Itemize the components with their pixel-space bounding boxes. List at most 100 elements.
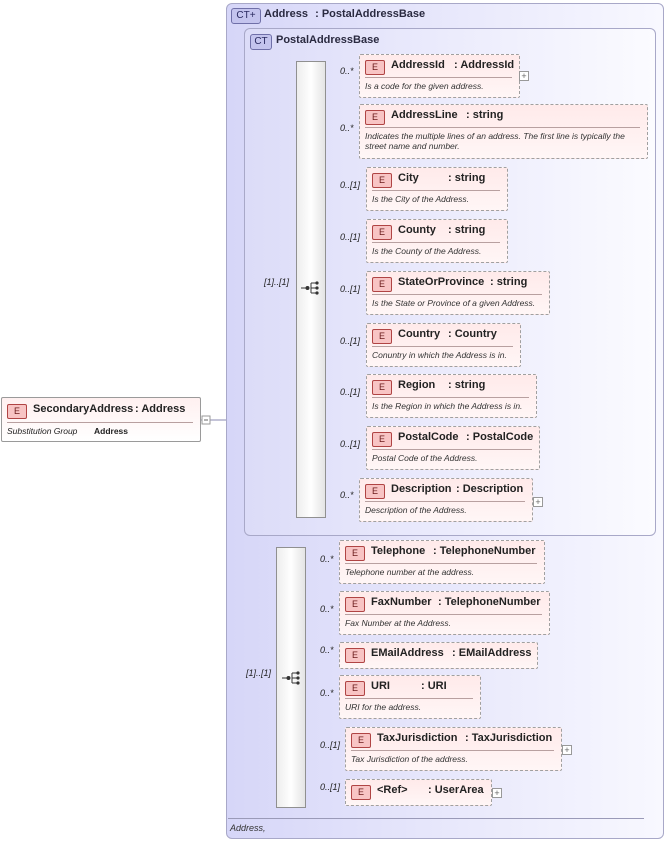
element-taxjurisdiction[interactable]: E TaxJurisdiction : TaxJurisdiction Tax … bbox=[345, 727, 562, 771]
element-separator bbox=[372, 190, 500, 191]
element-name: FaxNumber bbox=[371, 596, 432, 608]
element-name: AddressId bbox=[391, 59, 445, 71]
substitution-group-label: Substitution Group bbox=[7, 426, 78, 436]
element-separator bbox=[345, 563, 537, 564]
expand-icon[interactable]: + bbox=[519, 71, 529, 81]
element-separator bbox=[372, 346, 513, 347]
element-userarea-ref[interactable]: E <Ref> : UserArea bbox=[345, 779, 492, 806]
element-description: Is the Region in which the Address is in… bbox=[372, 401, 523, 411]
element-name: TaxJurisdiction bbox=[377, 732, 458, 744]
sequence-icon bbox=[301, 281, 319, 295]
element-separator bbox=[365, 501, 525, 502]
expand-icon[interactable]: + bbox=[492, 788, 502, 798]
element-badge: E bbox=[351, 785, 371, 800]
multiplicity: 0..[1] bbox=[340, 232, 361, 242]
element-description: Description of the Address. bbox=[365, 505, 467, 515]
element-name: <Ref> bbox=[377, 784, 408, 796]
element-type-value: TelephoneNumber bbox=[444, 596, 541, 608]
element-type-value: UserArea bbox=[434, 784, 484, 796]
ct-badge-inner: CT bbox=[250, 34, 272, 50]
element-type: : Address bbox=[135, 403, 186, 415]
sequence-2-multiplicity: [1]..[1] bbox=[246, 668, 272, 678]
element-region[interactable]: E Region : string Is the Region in which… bbox=[366, 374, 537, 418]
element-telephone[interactable]: E Telephone : TelephoneNumber Telephone … bbox=[339, 540, 545, 584]
element-badge: E bbox=[365, 484, 385, 499]
element-description: Fax Number at the Address. bbox=[345, 618, 451, 628]
element-secondaryaddress[interactable]: E SecondaryAddress : Address Substitutio… bbox=[1, 397, 201, 442]
element-type: : EMailAddress bbox=[452, 647, 532, 659]
element-type: : string bbox=[448, 224, 486, 236]
sequence-1-multiplicity: [1]..[1] bbox=[264, 277, 290, 287]
element-postalcode[interactable]: E PostalCode : PostalCode Postal Code of… bbox=[366, 426, 540, 470]
element-type: : string bbox=[490, 276, 528, 288]
element-badge: E bbox=[345, 546, 365, 561]
element-name: SecondaryAddress bbox=[33, 403, 134, 415]
element-type-value: string bbox=[472, 109, 504, 121]
element-separator bbox=[372, 294, 542, 295]
sequence-icon bbox=[282, 671, 300, 685]
element-county[interactable]: E County : string Is the County of the A… bbox=[366, 219, 508, 263]
multiplicity: 0..* bbox=[320, 688, 334, 698]
element-type: : AddressId bbox=[454, 59, 515, 71]
element-description: Is the State or Province of a given Addr… bbox=[372, 298, 536, 308]
ct-badge-text: CT bbox=[236, 10, 250, 21]
expand-icon[interactable]: + bbox=[533, 497, 543, 507]
element-name: Description bbox=[391, 483, 452, 495]
element-description: Is a code for the given address. bbox=[365, 81, 484, 91]
element-name: URI bbox=[371, 680, 390, 692]
expand-icon[interactable]: + bbox=[562, 745, 572, 755]
element-type: : string bbox=[448, 379, 486, 391]
element-type-value: string bbox=[454, 379, 486, 391]
element-stateorprovince[interactable]: E StateOrProvince : string Is the State … bbox=[366, 271, 550, 315]
element-addressid[interactable]: E AddressId : AddressId Is a code for th… bbox=[359, 54, 520, 98]
element-type-value: string bbox=[454, 172, 486, 184]
element-type-value: TaxJurisdiction bbox=[471, 732, 553, 744]
element-type: : Description bbox=[456, 483, 524, 495]
element-uri[interactable]: E URI : URI URI for the address. bbox=[339, 675, 481, 719]
element-city[interactable]: E City : string Is the City of the Addre… bbox=[366, 167, 508, 211]
element-type: : TelephoneNumber bbox=[433, 545, 536, 557]
element-separator bbox=[365, 77, 512, 78]
outer-ct-title: Address : PostalAddressBase bbox=[264, 8, 426, 20]
multiplicity: 0..[1] bbox=[320, 740, 341, 750]
element-description: Conuntry in which the Address is in. bbox=[372, 350, 507, 360]
element-type: : URI bbox=[421, 680, 447, 692]
element-description: Telephone number at the address. bbox=[345, 567, 475, 577]
element-addressline[interactable]: E AddressLine : string Indicates the mul… bbox=[359, 104, 648, 159]
element-separator bbox=[345, 614, 542, 615]
element-badge: E bbox=[372, 277, 392, 292]
element-type: : PostalCode bbox=[466, 431, 534, 443]
multiplicity: 0..* bbox=[340, 123, 354, 133]
multiplicity: 0..[1] bbox=[340, 387, 361, 397]
inner-ct-title: PostalAddressBase bbox=[276, 34, 380, 46]
element-separator bbox=[7, 422, 193, 423]
sequence-compositor-2[interactable] bbox=[276, 547, 306, 808]
element-description: Indicates the multiple lines of an addre… bbox=[365, 131, 625, 151]
element-faxnumber[interactable]: E FaxNumber : TelephoneNumber Fax Number… bbox=[339, 591, 550, 635]
element-separator bbox=[345, 698, 473, 699]
element-type: : TelephoneNumber bbox=[438, 596, 541, 608]
element-type: : UserArea bbox=[428, 784, 484, 796]
element-name: PostalCode bbox=[398, 431, 459, 443]
element-name: City bbox=[398, 172, 419, 184]
ct-badge-outer: CT+ bbox=[231, 8, 261, 24]
outer-ct-name: Address bbox=[264, 8, 309, 20]
multiplicity: 0..[1] bbox=[340, 180, 361, 190]
element-type-value: AddressId bbox=[460, 59, 515, 71]
element-description: Is the County of the Address. bbox=[372, 246, 482, 256]
multiplicity: 0..* bbox=[340, 66, 354, 76]
element-country[interactable]: E Country : Country Conuntry in which th… bbox=[366, 323, 521, 367]
multiplicity: 0..[1] bbox=[320, 782, 341, 792]
element-type: : TaxJurisdiction bbox=[465, 732, 553, 744]
element-badge: E bbox=[372, 173, 392, 188]
outer-ct-type: PostalAddressBase bbox=[321, 8, 426, 20]
element-name: AddressLine bbox=[391, 109, 458, 121]
element-name: Country bbox=[398, 328, 441, 340]
element-description[interactable]: E Description : Description Description … bbox=[359, 478, 533, 522]
element-type-value: string bbox=[454, 224, 486, 236]
element-emailaddress[interactable]: E EMailAddress : EMailAddress bbox=[339, 642, 538, 669]
element-type: : Country bbox=[448, 328, 497, 340]
element-description: URI for the address. bbox=[345, 702, 422, 712]
element-separator bbox=[372, 242, 500, 243]
element-badge: E bbox=[365, 60, 385, 75]
